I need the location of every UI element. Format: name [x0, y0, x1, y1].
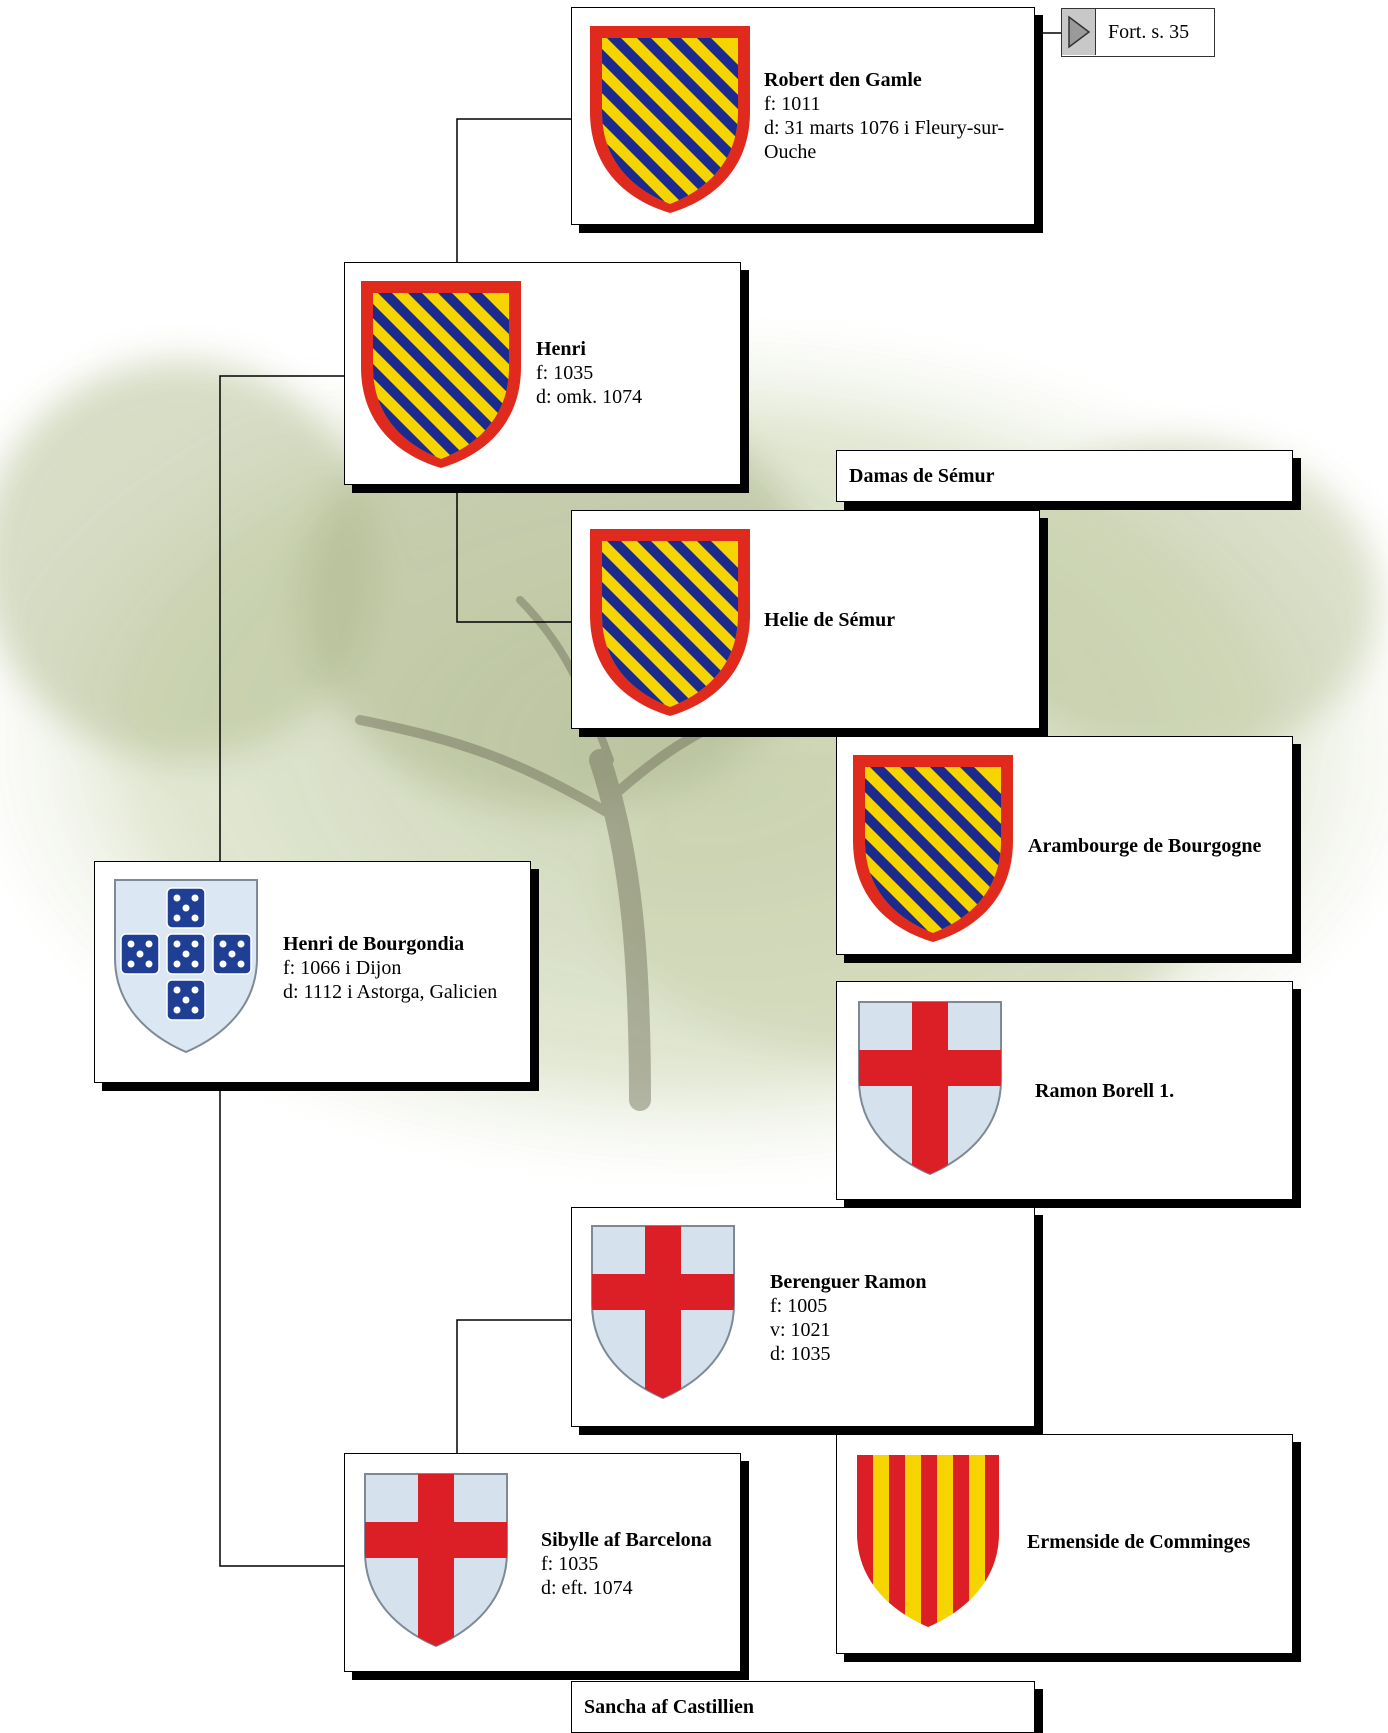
- reign-date: v: 1021: [770, 1319, 831, 1341]
- connector-henri-helie: [456, 485, 571, 623]
- death-date: d: eft. 1074: [541, 1577, 633, 1599]
- person-card-sibylle-af-barcelona[interactable]: Sibylle af Barcelona f: 1035 d: eft. 107…: [344, 1453, 741, 1672]
- continue-page-label: Fort. s. 35: [1108, 21, 1190, 43]
- person-name: Ermenside de Comminges: [1027, 1531, 1251, 1553]
- person-name: Berenguer Ramon: [770, 1271, 927, 1293]
- death-date: d: omk. 1074: [536, 386, 643, 408]
- person-info: Robert den Gamle f: 1011 d: 31 marts 107…: [764, 68, 1004, 164]
- person-card-sancha-af-castillien[interactable]: Sancha af Castillien: [571, 1681, 1035, 1733]
- person-card-robert-den-gamle[interactable]: Robert den Gamle f: 1011 d: 31 marts 107…: [571, 7, 1035, 225]
- person-info: Sibylle af Barcelona f: 1035 d: eft. 107…: [541, 1528, 712, 1600]
- person-card-damas-de-semur[interactable]: Damas de Sémur: [836, 450, 1293, 502]
- portugal-arms-icon: [114, 879, 258, 1054]
- birth-date: f: 1011: [764, 93, 821, 115]
- death-date: d: 1112 i Astorga, Galicien: [283, 981, 498, 1003]
- birth-date: f: 1035: [541, 1553, 599, 1575]
- connector-henri-bourgondia: [219, 375, 344, 861]
- barcelona-arms-icon: [364, 1473, 508, 1648]
- person-name: Ramon Borell 1.: [1035, 1080, 1175, 1102]
- continue-page-button[interactable]: Fort. s. 35: [1061, 8, 1215, 57]
- arrow-right-icon: [1062, 9, 1096, 55]
- person-name: Arambourge de Bourgogne: [1028, 835, 1262, 857]
- connector-sibylle-berenguer: [456, 1319, 571, 1453]
- death-place-cont: Ouche: [764, 141, 817, 163]
- birth-date: f: 1066 i Dijon: [283, 957, 402, 979]
- comminges-arms-icon: [857, 1455, 999, 1627]
- person-card-henri[interactable]: Henri f: 1035 d: omk. 1074: [344, 262, 741, 485]
- person-info: Henri de Bourgondia f: 1066 i Dijon d: 1…: [283, 932, 497, 1004]
- connector-henri-robert: [456, 118, 571, 262]
- person-name: Damas de Sémur: [849, 465, 995, 487]
- person-name: Sancha af Castillien: [584, 1696, 755, 1718]
- person-info: Berenguer Ramon f: 1005 v: 1021 d: 1035: [770, 1270, 926, 1366]
- person-card-berenguer-ramon[interactable]: Berenguer Ramon f: 1005 v: 1021 d: 1035: [571, 1207, 1035, 1427]
- person-name: Henri: [536, 338, 586, 360]
- barcelona-arms-icon: [858, 1001, 1002, 1176]
- death-date: d: 31 marts 1076 i Fleury-sur-: [764, 117, 1005, 139]
- burgundy-arms-icon: [590, 26, 750, 213]
- person-card-ramon-borell[interactable]: Ramon Borell 1.: [836, 981, 1293, 1200]
- person-name: Robert den Gamle: [764, 69, 922, 91]
- birth-date: f: 1035: [536, 362, 594, 384]
- person-name: Henri de Bourgondia: [283, 933, 465, 955]
- person-card-ermenside-de-comminges[interactable]: Ermenside de Comminges: [836, 1434, 1293, 1654]
- death-date: d: 1035: [770, 1343, 831, 1365]
- person-card-arambourge-de-bourgogne[interactable]: Arambourge de Bourgogne: [836, 736, 1293, 955]
- person-name: Helie de Sémur: [764, 609, 896, 631]
- person-card-henri-de-bourgondia[interactable]: Henri de Bourgondia f: 1066 i Dijon d: 1…: [94, 861, 531, 1083]
- birth-date: f: 1005: [770, 1295, 828, 1317]
- connector-bourgondia-sibylle: [219, 1083, 344, 1567]
- person-info: Henri f: 1035 d: omk. 1074: [536, 337, 642, 409]
- person-card-helie-de-semur[interactable]: Helie de Sémur: [571, 510, 1040, 729]
- burgundy-arms-icon: [853, 755, 1013, 942]
- person-name: Sibylle af Barcelona: [541, 1529, 712, 1551]
- burgundy-arms-icon: [590, 529, 750, 716]
- burgundy-arms-icon: [361, 281, 521, 468]
- barcelona-arms-icon: [591, 1225, 735, 1400]
